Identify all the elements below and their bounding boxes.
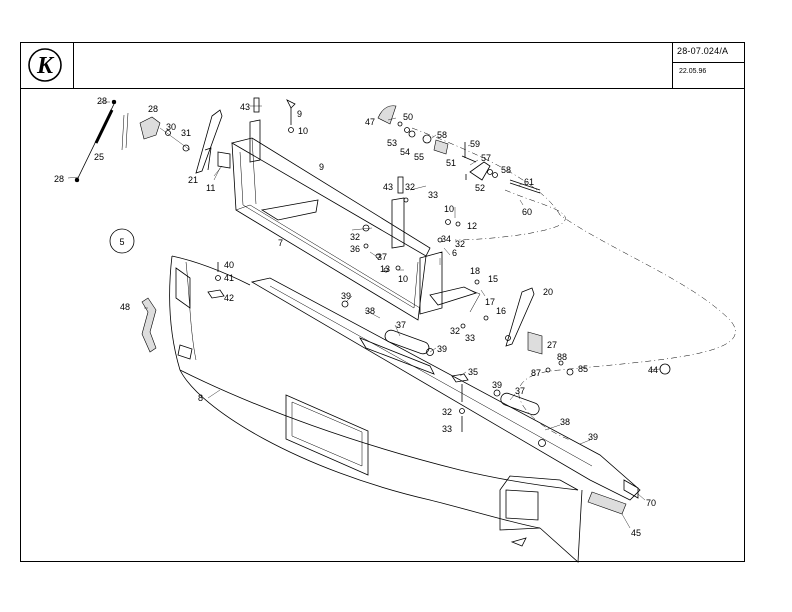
part-callout-9: 9	[319, 162, 324, 172]
left-hinge-arm	[195, 109, 223, 174]
part-callout-47: 47	[365, 117, 375, 127]
part-callout-10: 10	[298, 126, 308, 136]
part-callout-21: 21	[188, 175, 198, 185]
part-callout-58: 58	[501, 165, 511, 175]
part-callout-12: 12	[467, 221, 477, 231]
part-callout-87: 87	[531, 368, 541, 378]
leader-lines	[67, 101, 661, 529]
part-callout-33: 33	[465, 333, 475, 343]
docinfo-row-divider	[672, 62, 745, 63]
part-callout-45: 45	[631, 528, 641, 538]
view-reference-circle	[109, 228, 135, 254]
gas-strut	[74, 99, 117, 183]
part-callout-35: 35	[468, 367, 478, 377]
part-callout-10: 10	[398, 274, 408, 284]
cable-segment	[454, 189, 566, 241]
part-callout-43: 43	[383, 182, 393, 192]
part-callout-20: 20	[543, 287, 553, 297]
part-callout-40: 40	[224, 260, 234, 270]
docinfo-cell-divider	[672, 42, 673, 88]
part-callout-51: 51	[446, 158, 456, 168]
part-callout-32: 32	[455, 239, 465, 249]
view-reference-label: 5	[119, 237, 124, 247]
part-callout-9: 9	[297, 109, 302, 119]
part-callout-34: 34	[441, 234, 451, 244]
part-callout-8: 8	[198, 393, 203, 403]
part-callout-28: 28	[54, 174, 64, 184]
part-callout-39: 39	[341, 291, 351, 301]
cross-beam	[250, 277, 641, 515]
part-callout-10: 10	[444, 204, 454, 214]
part-callout-41: 41	[224, 273, 234, 283]
part-callout-59: 59	[470, 139, 480, 149]
brand-logo-letter: K	[36, 53, 55, 79]
part-callout-32: 32	[350, 232, 360, 242]
part-callout-33: 33	[428, 190, 438, 200]
drawing-frame	[20, 42, 745, 562]
part-callout-13: 13	[380, 264, 390, 274]
part-callout-42: 42	[224, 293, 234, 303]
part-callout-17: 17	[485, 297, 495, 307]
part-callout-32: 32	[405, 182, 415, 192]
front-bumper-shell	[169, 255, 583, 563]
part-callout-32: 32	[450, 326, 460, 336]
drain-hose	[141, 297, 157, 353]
part-callout-88: 88	[557, 352, 567, 362]
part-callout-43: 43	[240, 102, 250, 112]
latch-assembly	[377, 105, 541, 194]
brand-logo: K	[28, 48, 62, 82]
part-callout-61: 61	[524, 177, 534, 187]
right-hinge-arm	[460, 279, 671, 376]
document-number: 28-07.024/A	[677, 46, 729, 56]
part-callout-38: 38	[365, 306, 375, 316]
part-callout-27: 27	[547, 340, 557, 350]
logo-cell-divider	[73, 42, 74, 88]
part-callout-15: 15	[488, 274, 498, 284]
part-callout-25: 25	[94, 152, 104, 162]
part-callout-39: 39	[492, 380, 502, 390]
part-callout-16: 16	[496, 306, 506, 316]
part-callout-37: 37	[377, 252, 387, 262]
part-callout-70: 70	[646, 498, 656, 508]
part-callout-31: 31	[181, 128, 191, 138]
frame-top-fasteners	[253, 97, 427, 203]
part-callout-39: 39	[588, 432, 598, 442]
part-callout-38: 38	[560, 417, 570, 427]
part-callout-18: 18	[470, 266, 480, 276]
part-callout-85: 85	[578, 364, 588, 374]
part-callout-48: 48	[120, 302, 130, 312]
callout-labels: 28 28 28 30 31 25 21 11 43 9 10 9 7 47 5…	[54, 96, 658, 538]
part-callout-60: 60	[522, 207, 532, 217]
part-callout-32: 32	[442, 407, 452, 417]
part-callout-28: 28	[148, 104, 158, 114]
part-callout-28: 28	[97, 96, 107, 106]
part-callout-58: 58	[437, 130, 447, 140]
upper-left-bracket	[121, 112, 191, 152]
part-callout-37: 37	[515, 386, 525, 396]
side-fasteners	[207, 262, 225, 299]
part-callout-30: 30	[166, 122, 176, 132]
part-callout-52: 52	[475, 183, 485, 193]
part-callout-54: 54	[400, 147, 410, 157]
release-cable	[411, 127, 736, 441]
part-callout-39: 39	[437, 344, 447, 354]
main-frame	[230, 119, 478, 321]
part-callout-57: 57	[481, 153, 491, 163]
part-callout-36: 36	[350, 244, 360, 254]
part-callout-50: 50	[403, 112, 413, 122]
part-callout-44: 44	[648, 365, 658, 375]
part-callout-7: 7	[278, 238, 283, 248]
part-callout-53: 53	[387, 138, 397, 148]
title-block-divider	[20, 88, 745, 89]
part-callout-37: 37	[396, 320, 406, 330]
part-callout-6: 6	[452, 248, 457, 258]
document-date: 22.05.96	[679, 68, 707, 75]
part-callout-33: 33	[442, 424, 452, 434]
frame-bolts	[351, 219, 461, 273]
part-callout-55: 55	[414, 152, 424, 162]
part-callout-11: 11	[206, 183, 215, 193]
